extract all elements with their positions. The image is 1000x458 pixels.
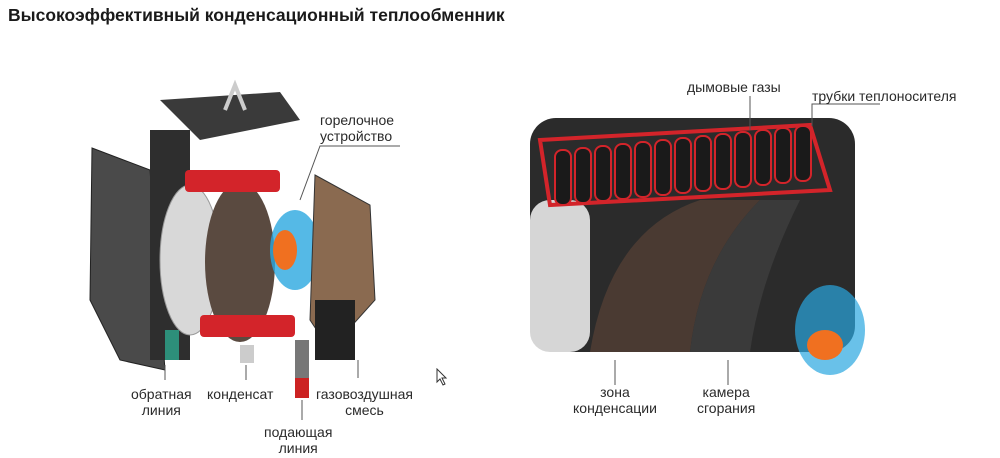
label-line: газовоздушная: [316, 386, 413, 402]
label-combustion-chamber: камера сгорания: [697, 384, 755, 416]
label-line: камера: [702, 384, 750, 400]
leader-lines-right: [614, 96, 880, 385]
mouse-cursor-icon: [436, 368, 448, 386]
label-line: линия: [141, 402, 181, 418]
label-line: устройство: [320, 128, 393, 144]
label-line: линия: [278, 440, 318, 456]
label-line: конденсации: [573, 400, 657, 416]
label-line: обратная: [131, 386, 192, 402]
label-line: смесь: [345, 402, 384, 418]
heat-exchanger-exploded-illustration: [89, 79, 376, 398]
label-line: горелочное: [320, 112, 395, 128]
label-condensation-zone: зона конденсации: [573, 384, 657, 416]
label-line: сгорания: [697, 400, 756, 416]
label-line: зона: [600, 384, 630, 400]
label-gas-air-mix: газовоздушная смесь: [316, 386, 413, 418]
label-flue-gases: дымовые газы: [687, 79, 781, 95]
label-line: дымовые газы: [687, 79, 781, 95]
label-line: подающая: [264, 424, 333, 440]
label-burner: горелочное устройство: [320, 112, 394, 144]
label-condensate: конденсат: [207, 386, 273, 402]
label-line: трубки теплоносителя: [812, 88, 957, 104]
page-title: Высокоэффективный конденсационный теплоо…: [8, 5, 505, 25]
label-return-line: обратная линия: [131, 386, 192, 418]
cross-section-illustration: [530, 118, 865, 375]
label-line: конденсат: [207, 386, 274, 402]
leader-lines-left: [164, 145, 400, 420]
label-supply-line: подающая линия: [264, 424, 332, 456]
label-coolant-tubes: трубки теплоносителя: [812, 88, 956, 104]
